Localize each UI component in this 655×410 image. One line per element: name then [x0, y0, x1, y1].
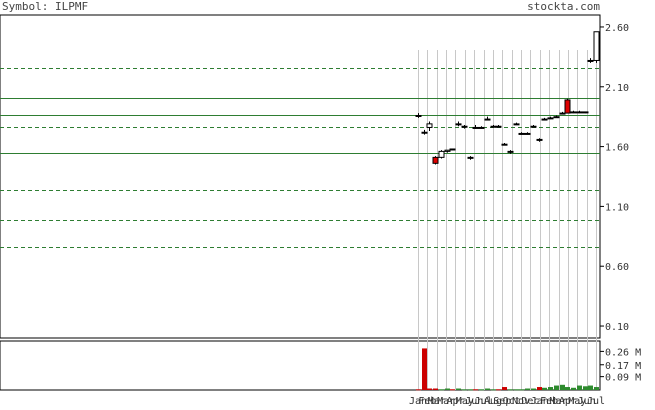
volume-bar: [525, 388, 530, 390]
month-label: Dec: [521, 396, 539, 406]
volume-tick-label: 0.09 M: [605, 373, 641, 384]
month-label: Jul: [475, 396, 493, 406]
candle-body: [490, 125, 497, 128]
price-tick-label: 2.10: [605, 83, 629, 94]
month-label: Nov: [512, 396, 530, 406]
candle-body: [438, 150, 445, 158]
candle-body: [553, 116, 560, 119]
volume-bar: [502, 387, 507, 390]
candle-body: [559, 112, 566, 115]
volume-tick-label: 0.26 M: [605, 347, 641, 358]
volume-bar: [583, 386, 588, 390]
volume-bar: [433, 388, 438, 390]
price-tick-label: 1.60: [605, 143, 629, 154]
candle-body: [524, 132, 531, 135]
candle-body: [495, 125, 502, 128]
volume-bar: [462, 389, 467, 391]
month-label: Jun: [578, 396, 596, 406]
volume-bar: [450, 389, 455, 391]
candle-body: [582, 111, 589, 114]
volume-bar: [445, 388, 450, 390]
candle-body: [530, 125, 537, 128]
volume-bar: [577, 385, 582, 390]
month-label: Feb: [418, 396, 436, 406]
month-label: Mar: [549, 396, 567, 406]
volume-bar: [514, 389, 519, 391]
candle-body: [421, 131, 428, 134]
candle-body: [547, 117, 554, 120]
volume-bar: [542, 387, 547, 390]
candle-body: [484, 118, 491, 121]
candle-body: [432, 156, 439, 164]
month-label: Jul: [587, 396, 605, 406]
candle-body: [513, 123, 520, 126]
volume-bar: [427, 388, 432, 390]
month-label: Oct: [503, 396, 521, 406]
volume-bar: [571, 387, 576, 390]
month-label: Apr: [446, 396, 464, 406]
month-label: Mar: [428, 396, 446, 406]
volume-bar: [508, 389, 513, 391]
month-label: May: [456, 396, 474, 406]
candle-body: [536, 138, 543, 141]
month-label: Mar: [437, 396, 455, 406]
volume-bar: [479, 389, 484, 391]
candle-body: [570, 111, 577, 114]
candle-body: [593, 31, 600, 61]
volume-bar: [496, 389, 501, 391]
candle-body: [541, 118, 548, 121]
month-label: Feb: [540, 396, 558, 406]
volume-bar: [548, 387, 553, 390]
volume-bar: [456, 388, 461, 390]
candle-body: [576, 111, 583, 114]
candle-body: [501, 143, 508, 146]
volume-bar: [468, 389, 473, 391]
candle-body: [444, 149, 451, 152]
candle-body: [518, 132, 525, 135]
volume-bar: [485, 388, 490, 390]
volume-bar: [565, 387, 570, 390]
volume-bar: [594, 387, 599, 390]
candle-body: [449, 148, 456, 151]
volume-bar: [491, 389, 496, 391]
candle-body: [478, 126, 485, 129]
candle-body: [507, 150, 514, 153]
volume-bar: [537, 387, 542, 390]
candle-body: [461, 125, 468, 128]
month-label: Sep: [493, 396, 511, 406]
price-tick-label: 0.10: [605, 322, 629, 333]
month-label: May: [568, 396, 586, 406]
symbol-label: Symbol: ILPMF: [2, 0, 89, 13]
volume-bar: [473, 389, 478, 391]
month-label: Apr: [559, 396, 577, 406]
month-label: Jun: [465, 396, 483, 406]
volume-bar: [560, 384, 565, 390]
candle-body: [467, 156, 474, 159]
volume-panel-frame: [0, 340, 601, 391]
volume-bar: [531, 388, 536, 390]
volume-bar: [588, 385, 593, 390]
site-label: stockta.com: [527, 0, 600, 13]
volume-bar: [416, 389, 421, 391]
candle-body: [564, 99, 571, 114]
volume-bar: [554, 385, 559, 390]
price-panel-frame: [0, 14, 601, 339]
price-tick-label: 1.10: [605, 202, 629, 213]
price-tick-label: 0.60: [605, 262, 629, 273]
candle-body: [455, 123, 462, 126]
volume-tick-label: 0.17 M: [605, 361, 641, 372]
volume-bar: [519, 389, 524, 391]
candle-body: [415, 114, 422, 117]
month-label: Aug: [484, 396, 502, 406]
month-label: Jan: [531, 396, 549, 406]
price-tick-label: 2.60: [605, 23, 629, 34]
volume-bar: [439, 389, 444, 391]
candle-body: [587, 59, 594, 62]
volume-bar: [422, 348, 427, 390]
month-label: Jan: [409, 396, 427, 406]
candle-body: [426, 123, 433, 128]
candle-body: [472, 126, 479, 129]
